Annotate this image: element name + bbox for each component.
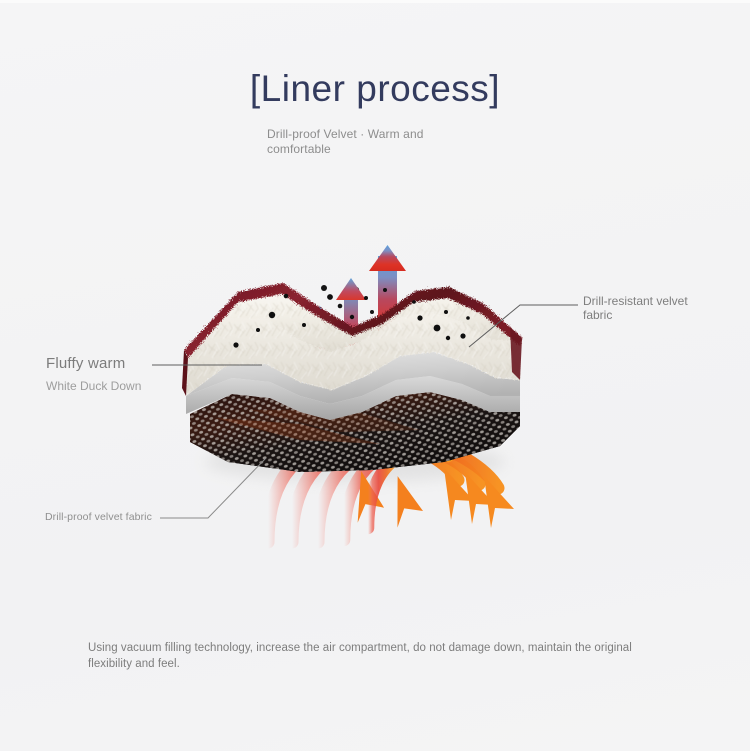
callout-leader-lines [152,304,578,519]
mesh-layer [190,392,520,472]
escaping-particles-back [263,285,374,333]
escaping-particles-front [233,288,470,348]
footer-note: Using vacuum filling technology, increas… [88,642,632,670]
callout-drill-resistant-velvet: Drill-resistant velvet fabric [583,294,688,322]
page-subtitle: Drill-proof Velvet · Warm and comfortabl… [267,127,424,156]
callout-drill-proof-velvet: Drill-proof velvet fabric [45,511,152,523]
liner-block [182,283,522,472]
leader-drill-resistant [468,304,578,348]
down-fill [186,288,520,352]
felt-layer [186,352,520,404]
felt-layer-side [186,376,520,420]
page-title: [Liner process] [249,68,501,109]
vapor-escape-arrows [309,245,406,352]
drop-shadow [205,442,505,482]
down-fill-side [186,312,520,396]
warm-air-arrows [261,432,514,549]
mesh-base-bottom [190,412,520,472]
callout-fluffy-warm-subtitle: White Duck Down [46,379,142,393]
callout-fluffy-warm-title: Fluffy warm [46,355,126,372]
leader-drill-proof [160,457,267,519]
outer-velvet-shell [184,283,522,358]
top-divider [0,0,750,3]
